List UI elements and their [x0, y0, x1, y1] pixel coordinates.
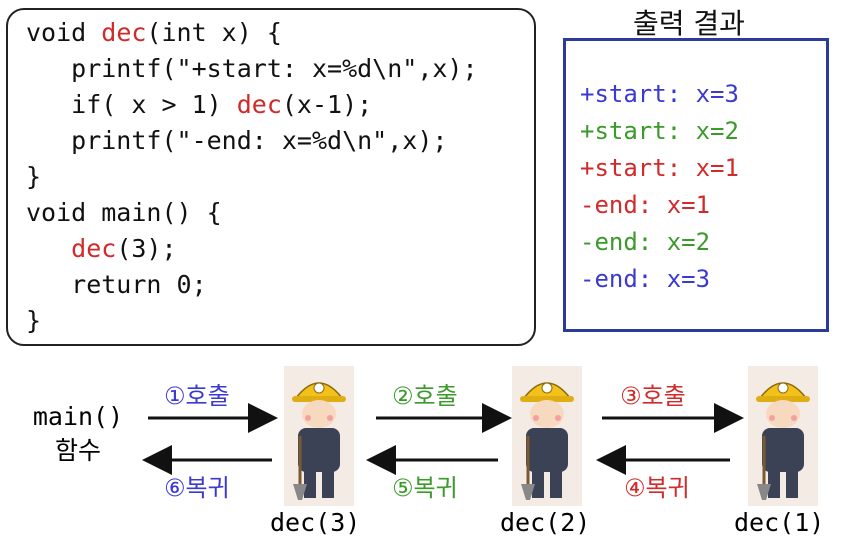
return-label-6: ⑥복귀 [164, 474, 230, 502]
caller-line1: main() [32, 402, 124, 431]
call-label-3: ③호출 [620, 382, 686, 410]
code-text: if( x > 1) [26, 90, 237, 119]
code-line: dec(3); [26, 234, 177, 264]
code-text: printf("-end: x=%d\n",x); [26, 126, 448, 155]
code-line: void dec(int x) { [26, 18, 282, 48]
call-label-2: ②호출 [392, 382, 458, 410]
output-line: +start: x=2 [580, 117, 739, 145]
code-text: printf("+start: x=%d\n",x); [26, 54, 478, 83]
caller-main: main() 함수 [28, 400, 128, 468]
code-line: printf("-end: x=%d\n",x); [26, 126, 447, 156]
output-line: -end: x=3 [580, 265, 711, 293]
dec1-label: dec(1) [734, 508, 825, 537]
worker-dec2-icon [512, 366, 582, 506]
dec3-label: dec(3) [270, 508, 361, 537]
output-title: 출력 결과 [633, 7, 745, 40]
code-text: } [26, 306, 42, 335]
code-line: printf("+start: x=%d\n",x); [26, 54, 478, 84]
code-box: void dec(int x) { printf("+start: x=%d\n… [6, 8, 536, 346]
worker-dec3-icon [284, 366, 354, 506]
call-label-1: ①호출 [164, 382, 230, 410]
output-line: +start: x=1 [580, 154, 739, 182]
return-label-4: ④복귀 [624, 474, 690, 502]
code-line: } [26, 306, 41, 336]
output-line: +start: x=3 [580, 80, 739, 108]
code-line: void main() { [26, 198, 222, 228]
dec2-label: dec(2) [500, 508, 591, 537]
output-line: -end: x=2 [580, 228, 711, 256]
output-box: +start: x=3 +start: x=2 +start: x=1 -end: x… [563, 38, 829, 332]
output-line: -end: x=1 [580, 191, 711, 219]
worker-dec1-icon [748, 366, 818, 506]
code-func-name: dec [236, 90, 282, 119]
code-line: } [26, 162, 41, 192]
code-text: (int x) { [146, 18, 282, 47]
code-line: return 0; [26, 270, 207, 300]
code-func-name: dec [71, 234, 117, 263]
code-text: void [26, 18, 102, 47]
code-text: void main() { [26, 198, 222, 227]
code-text: return 0; [26, 270, 207, 299]
code-func-name: dec [101, 18, 147, 47]
return-label-5: ⑤복귀 [392, 474, 458, 502]
code-text: (3); [116, 234, 177, 263]
code-text: } [26, 162, 42, 191]
code-text: (x-1); [281, 90, 373, 119]
caller-line2: 함수 [54, 436, 101, 465]
code-line: if( x > 1) dec(x-1); [26, 90, 372, 120]
